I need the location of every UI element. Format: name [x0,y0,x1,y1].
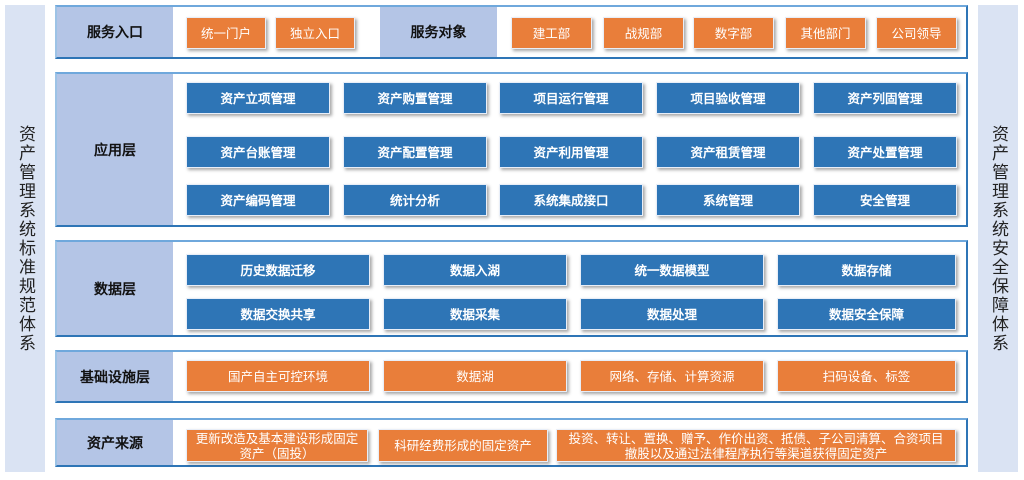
app-module: 项目验收管理 [656,82,800,114]
data-module: 数据安全保障 [777,298,956,330]
infra-label: 基础设施层 [57,352,173,401]
app-module: 安全管理 [813,184,957,216]
infra-item: 网络、存储、计算资源 [580,360,764,392]
source-item: 科研经费形成的固定资产 [378,429,548,462]
target-item: 战规部 [603,17,684,49]
infra-item: 扫码设备、标签 [777,360,956,392]
standards-system-panel: 资产管理系统标准规范体系 [5,5,45,472]
standards-label: 资产管理系统标准规范体系 [15,124,35,353]
app-module: 资产购置管理 [343,82,487,114]
app-module: 资产利用管理 [499,136,643,168]
entry-label: 服务入口 [57,7,173,57]
app-module: 项目运行管理 [499,82,643,114]
app-module: 资产租赁管理 [656,136,800,168]
target-item: 公司领导 [876,17,957,49]
data-module: 数据处理 [580,298,764,330]
source-label: 资产来源 [57,420,173,465]
data-module: 历史数据迁移 [186,254,370,286]
app-module: 资产配置管理 [343,136,487,168]
security-system-panel: 资产管理系统安全保障体系 [978,5,1018,472]
data-module: 统一数据模型 [580,254,764,286]
app-module: 资产编码管理 [186,184,330,216]
app-module: 统计分析 [343,184,487,216]
data-module: 数据入湖 [383,254,567,286]
target-item: 其他部门 [785,17,866,49]
source-item: 更新改造及基本建设形成固定资产（固投） [186,429,368,462]
entry-item: 独立入口 [275,17,355,49]
app-module: 系统集成接口 [499,184,643,216]
data-module: 数据采集 [383,298,567,330]
target-item: 建工部 [511,17,592,49]
data-module: 数据存储 [777,254,956,286]
app-module: 资产立项管理 [186,82,330,114]
app-module: 资产台账管理 [186,136,330,168]
data-label: 数据层 [57,242,173,335]
infra-item: 数据湖 [383,360,567,392]
entry-item: 统一门户 [186,17,266,49]
target-item: 数字部 [693,17,774,49]
app-module: 系统管理 [656,184,800,216]
data-module: 数据交换共享 [186,298,370,330]
source-item: 投资、转让、置换、赠予、作价出资、抵债、子公司清算、合资项目撤股以及通过法律程序… [556,429,956,462]
app-label: 应用层 [57,74,173,225]
security-label: 资产管理系统安全保障体系 [988,124,1008,353]
target-label: 服务对象 [380,7,497,57]
infra-item: 国产自主可控环境 [186,360,370,392]
app-module: 资产处置管理 [813,136,957,168]
app-module: 资产列固管理 [813,82,957,114]
